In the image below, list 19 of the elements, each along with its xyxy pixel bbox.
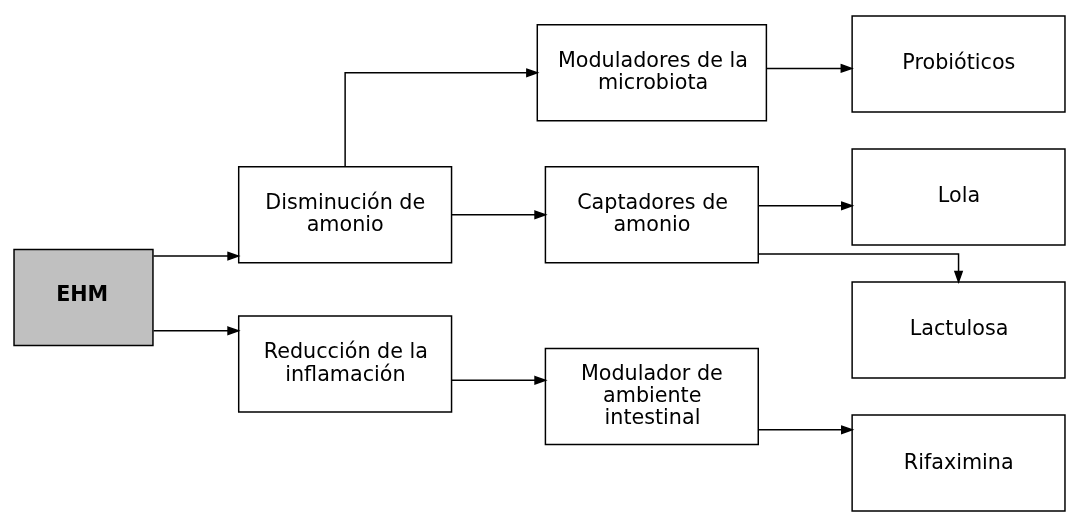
node-box: Reducción de la inflamación xyxy=(237,314,453,413)
node-box: Moduladores de la microbiota xyxy=(536,23,768,122)
node-box: Disminución de amonio xyxy=(237,165,453,263)
arrow xyxy=(451,209,548,219)
arrow xyxy=(765,63,854,73)
node-box: EHM xyxy=(13,248,154,346)
arrow xyxy=(757,424,855,434)
arrow xyxy=(757,200,855,210)
node-box: Rifaximina xyxy=(851,413,1066,512)
node-box: Probióticos xyxy=(851,14,1066,113)
arrow xyxy=(152,250,241,261)
node-box: Lactulosa xyxy=(851,280,1066,379)
arrow xyxy=(152,325,241,335)
arrow xyxy=(344,67,540,167)
arrow xyxy=(451,375,548,385)
arrow xyxy=(757,252,964,284)
node-box: Captadores de amonio xyxy=(544,165,759,263)
node-box: Lola xyxy=(851,147,1066,246)
node-box: Modulador de ambiente intestinal xyxy=(544,347,759,445)
